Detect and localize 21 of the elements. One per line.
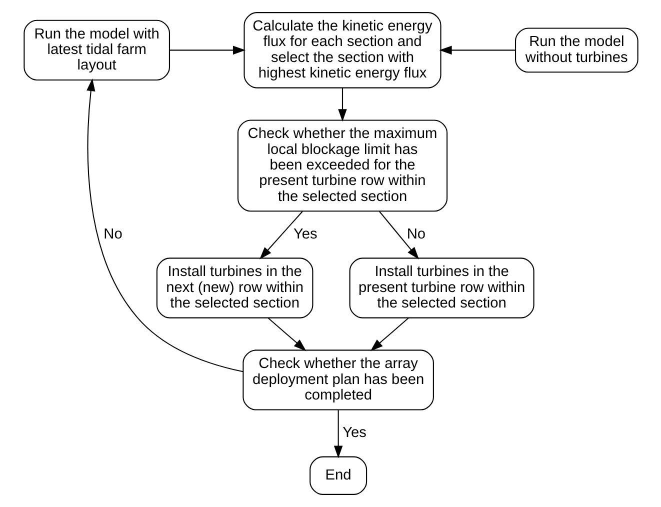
arrow xyxy=(438,46,515,55)
node-box: Check whether the maximum local blockage limit has been exceeded for the present turbine row within the selected section xyxy=(236,120,448,212)
arrow xyxy=(378,211,419,260)
node-box: Run the model without turbines xyxy=(514,28,638,73)
edge-label: Yes xyxy=(292,226,317,243)
edge-label: No xyxy=(103,226,122,243)
node-box: Install turbines in the next (new) row within the selected section xyxy=(156,258,313,318)
arrow xyxy=(370,318,408,352)
edge-label: No xyxy=(406,226,426,243)
arrow xyxy=(259,211,302,260)
node-box: Check whether the array deployment plan has been completed xyxy=(242,350,434,410)
arrow xyxy=(338,88,346,122)
node-box: End xyxy=(309,456,367,495)
node-box: Calculate the kinetic energy flux for each section and select the section with highest kinetic energy flux xyxy=(243,12,441,88)
node-box: Run the model with latest tidal farm layout xyxy=(23,20,170,80)
arrow xyxy=(267,318,306,352)
arrow xyxy=(169,46,246,55)
arrow xyxy=(333,410,342,458)
node-box: Install turbines in the present turbine row within the selected section xyxy=(348,258,534,318)
edge-label: Yes xyxy=(342,425,366,442)
arrow xyxy=(86,78,243,372)
